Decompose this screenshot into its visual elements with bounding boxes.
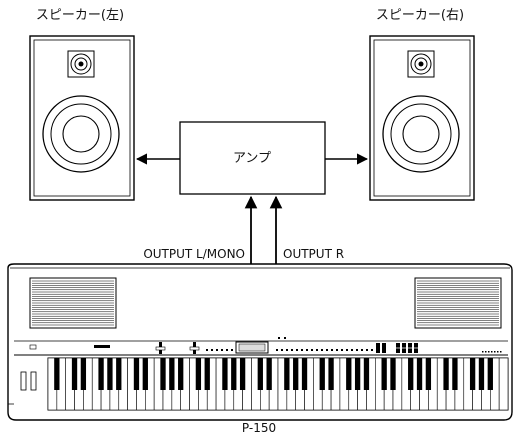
speaker-right-icon xyxy=(370,36,474,200)
output-left-label: OUTPUT L/MONO xyxy=(143,247,245,261)
speaker-left-icon xyxy=(30,36,134,200)
piano-grille-left xyxy=(30,278,116,328)
speaker-left-label: スピーカー(左) xyxy=(36,8,124,23)
speaker-right-label: スピーカー(右) xyxy=(376,8,464,23)
amp-label: アンプ xyxy=(233,151,271,166)
model-label: P-150 xyxy=(242,421,276,435)
digital-piano-icon xyxy=(8,264,512,420)
output-right-label: OUTPUT R xyxy=(283,247,344,261)
piano-grille-right xyxy=(415,278,501,328)
